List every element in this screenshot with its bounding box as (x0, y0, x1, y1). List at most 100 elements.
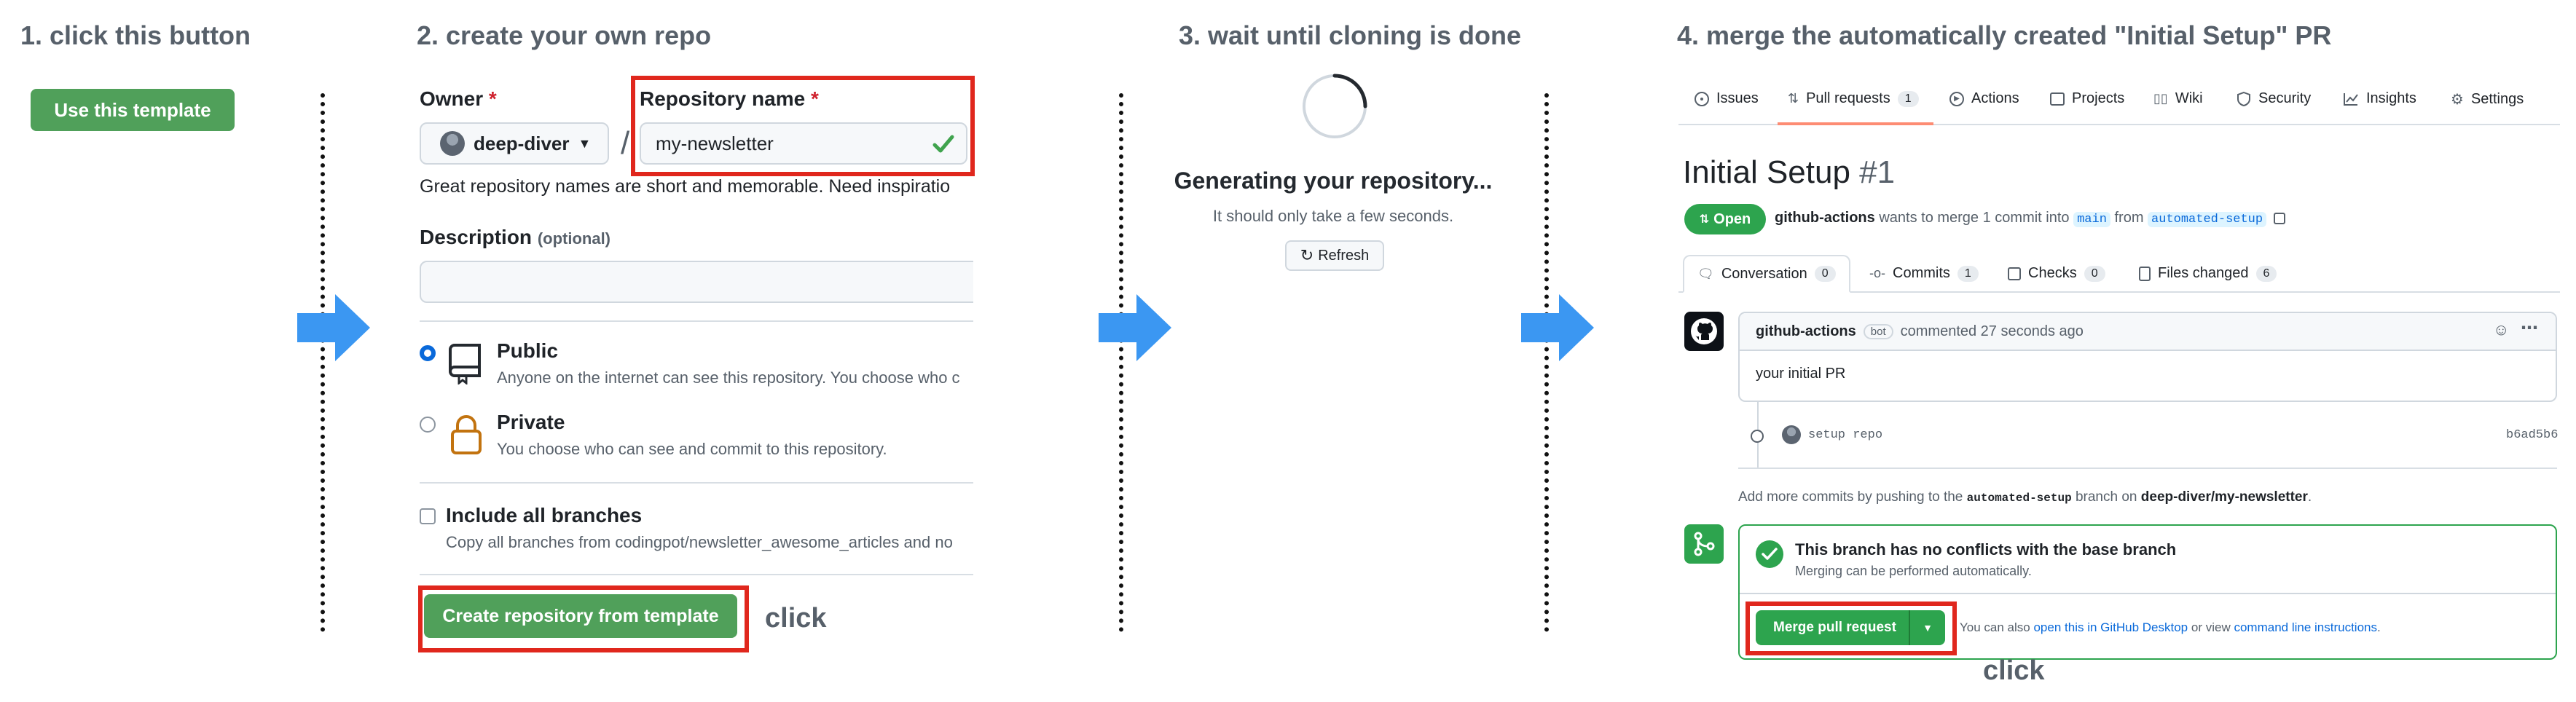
step-separator (321, 93, 325, 632)
loading-spinner-icon (1303, 74, 1367, 138)
repository-name-hint: Great repository names are short and mem… (420, 176, 951, 197)
repository-name-input[interactable]: my-newsletter (640, 122, 967, 165)
generating-title: Generating your repository... (1174, 167, 1493, 194)
tab-actions[interactable]: ▶ Actions (1949, 90, 2019, 107)
comment-author[interactable]: github-actions (1756, 323, 1856, 339)
owner-value: deep-diver (474, 132, 570, 154)
command-line-instructions-link[interactable]: command line instructions (2234, 620, 2377, 634)
owner-label: Owner * (420, 87, 497, 110)
graph-icon (2344, 92, 2358, 106)
click-annotation: click (1983, 655, 2045, 686)
checklist-icon (2008, 267, 2021, 280)
more-options-icon[interactable]: ⋯ (2521, 318, 2538, 338)
merge-box: This branch has no conflicts with the ba… (1738, 524, 2557, 660)
lock-icon (451, 415, 482, 454)
commit-dot-icon (1751, 430, 1764, 443)
repository-name-highlight (631, 76, 975, 176)
github-desktop-link[interactable]: open this in GitHub Desktop (2033, 620, 2188, 634)
owner-avatar (440, 131, 465, 156)
tab-pull-requests[interactable]: ⇅ Pull requests 1 (1788, 90, 1919, 107)
commit-message[interactable]: setup repo (1808, 428, 1883, 442)
gear-icon: ⚙ (2451, 92, 2464, 108)
divider (420, 482, 973, 484)
pull-request-icon: ⇅ (1788, 91, 1799, 106)
tab-projects[interactable]: Projects (2050, 90, 2124, 107)
bot-badge: bot (1863, 323, 1893, 339)
merge-options-caret-icon[interactable]: ▼ (1909, 610, 1945, 645)
pr-number: #1 (1859, 154, 1896, 190)
tab-insights[interactable]: Insights (2343, 90, 2416, 107)
include-branches-description: Copy all branches from codingpot/newslet… (446, 533, 953, 551)
include-branches-label: Include all branches (446, 504, 643, 526)
next-step-arrow-icon (297, 294, 370, 361)
pull-request-icon: ⇅ (1699, 213, 1710, 226)
tab-security[interactable]: Security (2237, 90, 2311, 107)
pr-tab-divider (1678, 291, 2560, 293)
private-description: You choose who can see and commit to thi… (497, 440, 887, 458)
merge-pull-request-button[interactable]: Merge pull request (1756, 610, 1945, 645)
public-radio[interactable] (420, 345, 436, 361)
comment-body: your initial PR (1756, 366, 1846, 382)
repository-name-value: my-newsletter (656, 132, 774, 154)
comment-icon: 🗨 (1697, 266, 1714, 281)
owner-select[interactable]: deep-diver ▼ (420, 122, 609, 165)
comment-box: github-actions bot commented 27 seconds … (1738, 312, 2557, 402)
repo-tab-nav (1678, 82, 2560, 125)
private-radio[interactable] (420, 417, 436, 433)
merge-status-title: This branch has no conflicts with the ba… (1795, 540, 2177, 559)
repo-book-icon (449, 344, 481, 384)
pr-tab-checks[interactable]: Checks 0 (2008, 265, 2105, 282)
pr-title: Initial Setup #1 (1683, 154, 1896, 190)
owner-repo-slash: / (621, 125, 630, 161)
next-step-arrow-icon (1521, 294, 1594, 361)
description-label: Description (optional) (420, 226, 611, 248)
valid-check-icon (932, 135, 954, 153)
book-icon: ▯▯ (2153, 91, 2168, 106)
pr-tab-conversation[interactable]: 🗨 Conversation 0 (1683, 255, 1850, 293)
tab-wiki[interactable]: ▯▯ Wiki (2153, 90, 2203, 106)
repository-name-label: Repository name * (640, 87, 819, 110)
pr-state-badge: ⇅ Open (1684, 204, 1766, 234)
use-this-template-button[interactable]: Use this template (31, 89, 235, 131)
committer-avatar (1782, 425, 1801, 444)
step-1-title: 1. click this button (20, 20, 251, 50)
step-separator (1119, 93, 1123, 632)
next-step-arrow-icon (1099, 294, 1171, 361)
github-logo-icon (1691, 318, 1717, 344)
commit-icon: -o- (1869, 266, 1885, 280)
tab-issues[interactable]: Issues (1695, 90, 1759, 107)
click-annotation: click (765, 603, 827, 634)
head-branch-label: automated-setup (2148, 212, 2267, 227)
public-label: Public (497, 339, 559, 362)
divider (1738, 468, 2557, 469)
generating-subtitle: It should only take a few seconds. (1212, 207, 1454, 225)
include-branches-checkbox[interactable] (420, 508, 436, 524)
tab-settings[interactable]: ⚙ Settings (2451, 91, 2524, 108)
base-branch-label: main (2073, 212, 2110, 227)
step-2-title: 2. create your own repo (417, 20, 712, 50)
caret-down-icon: ▼ (578, 135, 592, 151)
create-repository-button[interactable]: Create repository from template (424, 594, 737, 638)
smiley-icon[interactable]: ☺ (2493, 320, 2510, 339)
github-actions-avatar (1684, 312, 1724, 351)
git-merge-icon (1694, 532, 1715, 556)
create-repo-form: Owner * deep-diver ▼ / Repository name *… (420, 84, 973, 652)
refresh-button[interactable]: ↻ Refresh (1285, 240, 1384, 271)
play-icon: ▶ (1949, 91, 1964, 106)
table-icon (2050, 92, 2065, 106)
step-4-title: 4. merge the automatically created "Init… (1677, 20, 2332, 50)
step-3-title: 3. wait until cloning is done (1179, 20, 1522, 50)
commit-sha[interactable]: b6ad5b6 (2506, 428, 2559, 442)
pr-merge-summary: github-actions wants to merge 1 commit i… (1775, 210, 2285, 227)
active-tab-underline (1778, 122, 1933, 125)
file-diff-icon (2139, 266, 2151, 281)
comment-header: github-actions bot commented 27 seconds … (1740, 313, 2556, 351)
divider (420, 574, 973, 575)
copy-icon[interactable] (2273, 212, 2285, 224)
add-commits-hint: Add more commits by pushing to the autom… (1738, 489, 2312, 505)
description-input[interactable] (420, 261, 973, 303)
comment-time: commented 27 seconds ago (1900, 323, 2084, 339)
pr-tab-files-changed[interactable]: Files changed 6 (2139, 265, 2277, 282)
shield-icon (2237, 91, 2250, 106)
pr-tab-commits[interactable]: -o- Commits 1 (1869, 265, 1979, 282)
